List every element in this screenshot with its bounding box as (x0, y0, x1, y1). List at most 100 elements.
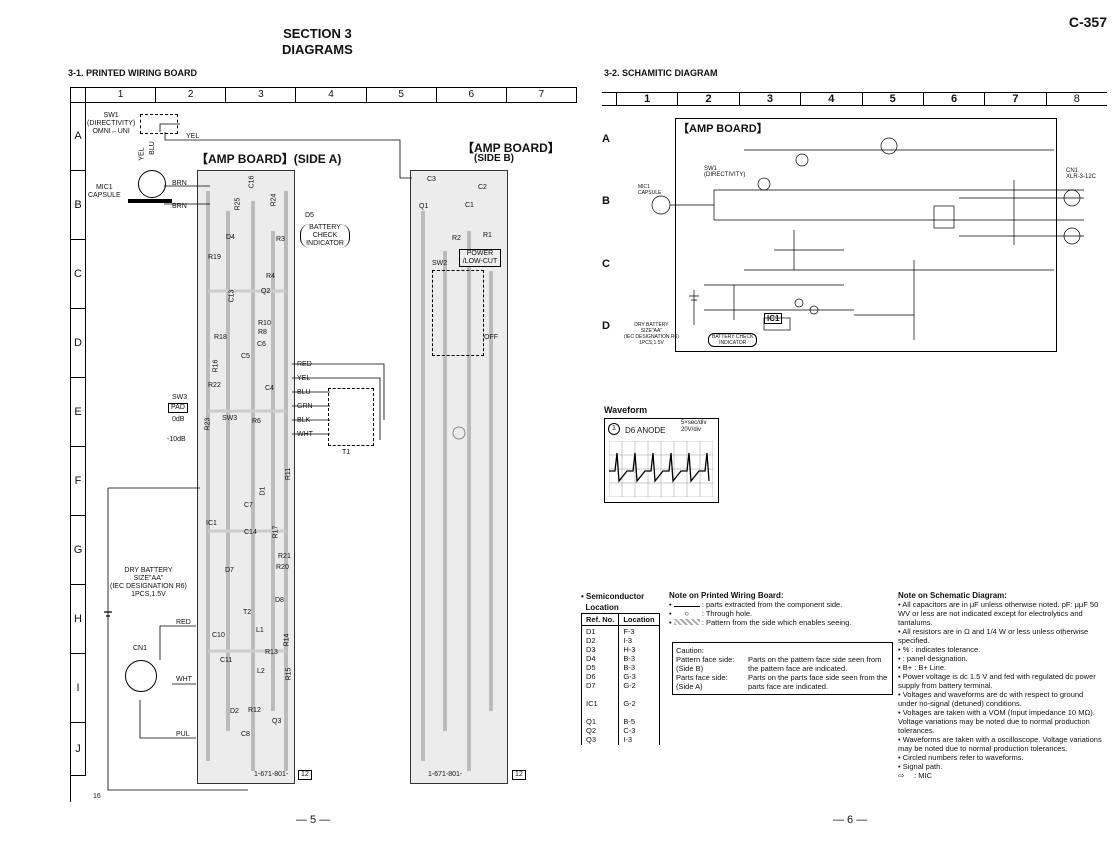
sch-col-label: 3 (740, 93, 802, 105)
board-suffix-b: 12 (512, 770, 526, 780)
wire-wht: WHT (297, 431, 313, 438)
part-q2: Q2 (261, 288, 271, 295)
parts-face-label: Parts face side: (Side A) (676, 673, 728, 691)
wire-brn-label-2: BRN (172, 203, 187, 210)
row-label: C (71, 240, 85, 309)
part-r19: R19 (208, 254, 221, 261)
board-number-b: 1-671-801- (428, 771, 463, 778)
part-t2: T2 (243, 609, 252, 616)
schematic-battery-check: BATTERY CHECK INDICATOR (708, 333, 758, 347)
col-label: 5 (367, 88, 437, 102)
row-label: A (71, 102, 85, 171)
schematic-cn1: CN1 XLR-3-12C (1066, 168, 1097, 180)
pwb-note-title: Note on Printed Wiring Board: (669, 591, 784, 600)
waveform-label: D6 ANODE (625, 426, 666, 435)
part-r8: R8 (258, 329, 267, 336)
col-label: 1 (86, 88, 157, 102)
schematic-note-line: ⇨ : MIC (898, 771, 932, 780)
pwb-left-border (70, 102, 71, 802)
part-c11: C11 (220, 657, 233, 664)
pwb-title: 3-1. PRINTED WIRING BOARD (68, 68, 198, 78)
wire-yel: YEL (297, 375, 311, 382)
side-b-traces (421, 211, 493, 771)
t1-label: T1 (342, 449, 351, 456)
part-d2: D2 (230, 708, 239, 715)
page-number-left: — 5 — (296, 814, 331, 826)
wht-wire-label: WHT (176, 676, 192, 683)
cn1-connector (125, 660, 157, 692)
part-l1: L1 (256, 627, 264, 634)
transformer-t1 (328, 388, 374, 446)
d5-label: D5 (305, 212, 314, 219)
part-c5: C5 (241, 353, 250, 360)
part-c6: C6 (257, 341, 266, 348)
minus10db-label: -10dB (167, 436, 186, 443)
part-c7: C7 (244, 502, 253, 509)
amp-board-side-a-title: 【AMP BOARD】(SIDE A) (196, 152, 342, 166)
sch-row-b: B (602, 195, 610, 207)
row-label: B (71, 171, 85, 240)
schematic-note-line: • Voltages and waveforms are dc with res… (898, 690, 1084, 708)
pwb-note-line: • : Pattern from the side which enables … (669, 618, 852, 627)
part-d8: D8 (275, 597, 284, 604)
schematic-note-line: • : panel designation. (898, 654, 968, 663)
waveform-scale: 5×sec/div 20V/div (681, 420, 707, 433)
wire-grn: GRN (297, 403, 313, 410)
caution-box: Caution: Pattern face side: (Side B) Par… (672, 642, 893, 695)
schematic-ic1: IC1 (764, 313, 783, 324)
power-lowcut-label: POWER /LOW-CUT (459, 249, 501, 267)
row-label: I (71, 654, 85, 723)
sch-col-label: 1 (617, 93, 679, 105)
sch-col-label: 7 (985, 93, 1047, 105)
col-label: 3 (226, 88, 297, 102)
pattern-face-text: Parts on the pattern face side seen from… (748, 655, 882, 673)
part-l2: L2 (257, 668, 265, 675)
mic1-label: MIC1 CAPSULE (88, 184, 121, 199)
waveform-plot (609, 441, 713, 497)
schematic-note-line: • Voltages are taken with a VOM (Input i… (898, 708, 1095, 735)
schematic-note-line: • Power voltage is dc 1.5 V and fed with… (898, 672, 1096, 690)
col-label: 6 (437, 88, 507, 102)
part-q3: Q3 (272, 718, 282, 725)
part-c4: C4 (265, 385, 274, 392)
schematic-note-line: • Signal path. (898, 762, 943, 771)
part-c14: C14 (244, 529, 257, 536)
part-r21: R21 (278, 553, 291, 560)
board-number-a: 1-671-801- (254, 771, 289, 778)
schematic-note-line: • Circled numbers refer to waveforms. (898, 753, 1024, 762)
side-a-traces (206, 191, 288, 771)
waveform-number: 1 (608, 423, 620, 435)
pwb-note-line: • ○ : Through hole. (669, 609, 753, 618)
sw1-label: SW1 (DIRECTIVITY) OMNI←UNI (87, 112, 136, 135)
sch-col-label: 5 (863, 93, 924, 105)
part-sw3: SW3 (222, 415, 238, 422)
schematic-note-line: • All resistors are in Ω and 1/4 W or le… (898, 627, 1089, 645)
sch-row-a: A (602, 133, 610, 145)
part-r13: R13 (265, 649, 278, 656)
sch-col-label: 4 (801, 93, 863, 105)
row-label: F (71, 447, 85, 516)
col-ref-no: Ref. No. (580, 613, 620, 626)
sw2-switch (432, 270, 484, 356)
schematic-note: Note on Schematic Diagram: • All capacit… (898, 591, 1104, 780)
sch-row-c: C (602, 258, 610, 270)
part-r22: R22 (208, 382, 221, 389)
part-r2-b: R2 (452, 235, 461, 242)
sch-col-label: 2 (678, 93, 740, 105)
amp-board-side-b (410, 170, 508, 784)
col-label: 7 (538, 89, 545, 100)
col-label: 2 (156, 88, 227, 102)
pwb-note-line: • : parts extracted from the component s… (669, 600, 843, 609)
wire-blk: BLK (297, 417, 311, 424)
waveform-title: Waveform (604, 405, 648, 415)
pattern-face-label: Pattern face side: (Side B) (676, 655, 735, 673)
row-label: E (71, 378, 85, 447)
sch-col-label: 6 (924, 93, 986, 105)
battery-label: DRY BATTERY SIZE"AA" (IEC DESIGNATION R6… (110, 567, 187, 598)
board-suffix-a: 12 (298, 770, 312, 780)
table-header-row: Ref. No. Location (580, 613, 660, 626)
pwb-note: Note on Printed Wiring Board: • : parts … (669, 591, 889, 627)
part-q1: Q1 (419, 203, 429, 210)
section-subtitle: DIAGRAMS (282, 42, 353, 57)
